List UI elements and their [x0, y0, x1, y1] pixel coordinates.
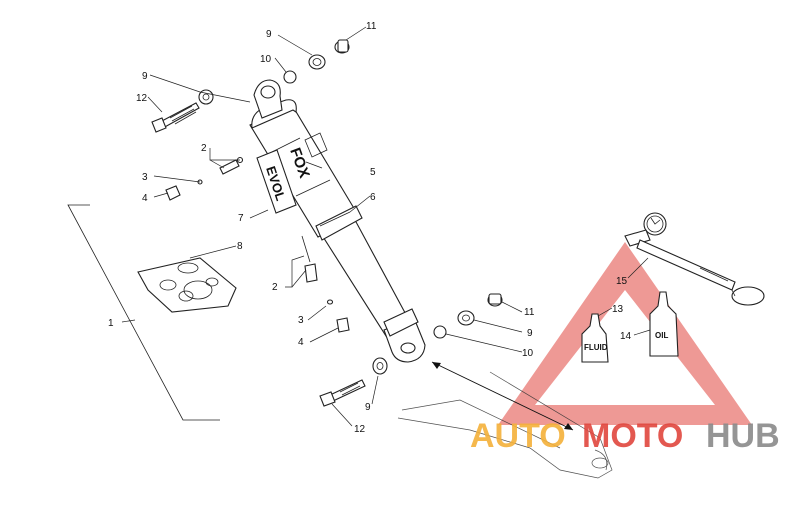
callouts: 1 2 2 3 3 4 4 5 6 7 8 9 9 9 9 10 10 11 1…	[108, 21, 632, 435]
callout-10-bottom: 10	[522, 348, 534, 359]
shock-absorber: EVOL FOX	[249, 79, 426, 363]
washer-left-9	[198, 89, 214, 105]
watermark-hub: HUB	[706, 417, 780, 455]
valve-lower	[304, 263, 318, 283]
callout-11-bottom: 11	[524, 307, 535, 318]
callout-12-bottom: 12	[354, 424, 366, 435]
upper-valve-hardware	[165, 156, 244, 201]
callout-5: 5	[370, 167, 376, 178]
callout-4-upper: 4	[142, 193, 148, 204]
callout-15: 15	[616, 276, 628, 287]
callout-13: 13	[612, 304, 624, 315]
washer-bottom-left-9	[372, 357, 388, 375]
callout-10-top: 10	[260, 54, 272, 65]
top-hardware	[151, 39, 350, 133]
cap-upper	[165, 185, 181, 201]
decal-sheet	[137, 257, 237, 313]
callout-2-lower: 2	[272, 282, 278, 293]
bolt-top-12	[159, 102, 200, 129]
callout-3-lower: 3	[298, 315, 304, 326]
callout-12-top: 12	[136, 93, 148, 104]
watermark-auto: AUTO	[470, 417, 566, 455]
callout-3-upper: 3	[142, 172, 148, 183]
lower-valve-hardware	[301, 235, 350, 333]
callout-7: 7	[238, 213, 244, 224]
callout-9-left: 9	[142, 71, 148, 82]
assembly-bracket	[67, 204, 220, 421]
bolt-bottom-12	[329, 379, 366, 402]
callout-9-right: 9	[527, 328, 533, 339]
callout-4-lower: 4	[298, 337, 304, 348]
callout-9-top: 9	[266, 29, 272, 40]
fluid-bottle: FLUID	[581, 313, 609, 363]
bottle-label-fluid: FLUID	[584, 343, 608, 352]
callout-2-upper: 2	[201, 143, 207, 154]
spacer-top-10	[283, 70, 297, 84]
watermark-moto: MOTO	[582, 417, 683, 455]
leader-lines	[121, 26, 651, 427]
callout-11-top: 11	[366, 21, 377, 32]
mounting-arrow	[431, 361, 574, 431]
callout-9-bottom: 9	[365, 402, 371, 413]
a-arm	[397, 371, 613, 479]
watermark-triangle	[498, 242, 752, 425]
bushing-top-9	[308, 54, 326, 70]
bottom-hardware	[319, 293, 503, 407]
spacer-bottom-10	[433, 325, 447, 339]
cap-lower	[336, 317, 350, 333]
shock-pump	[624, 212, 765, 306]
callout-1: 1	[108, 318, 114, 329]
oil-bottle: OIL	[649, 291, 679, 357]
watermark-text: AUTO MOTO HUB	[470, 417, 780, 455]
callout-8: 8	[237, 241, 243, 252]
valve-upper	[219, 159, 240, 175]
bushing-bottom-9	[457, 310, 475, 326]
callout-14: 14	[620, 331, 632, 342]
callout-6: 6	[370, 192, 376, 203]
bottle-label-oil: OIL	[655, 331, 668, 340]
o-ring-lower	[326, 299, 334, 305]
